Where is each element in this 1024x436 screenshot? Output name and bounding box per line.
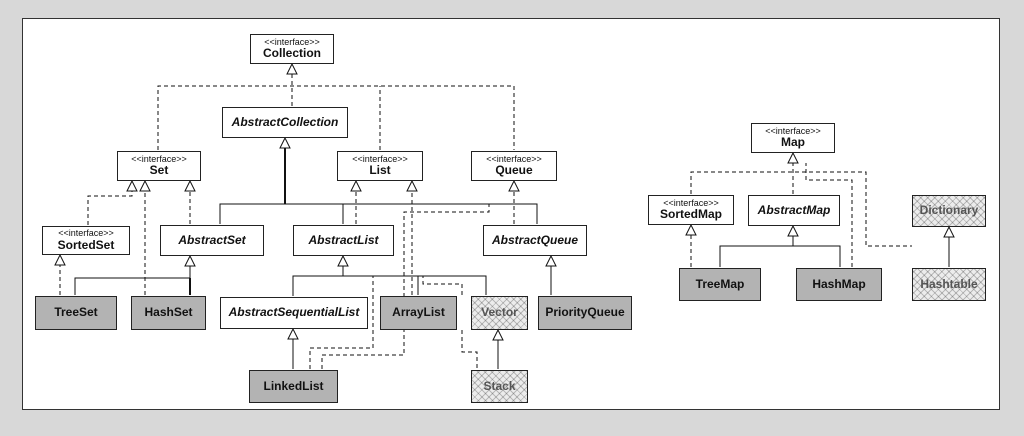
edge-abstract-children-bus [219, 203, 538, 224]
collection-interface-box[interactable]: <<interface>> Collection [250, 34, 334, 64]
abstract-set-name: AbstractSet [178, 232, 246, 247]
hashtable-name: Hashtable [920, 276, 978, 291]
arrowhead-dictionary [943, 225, 955, 238]
dictionary-legacy-class-box[interactable]: Dictionary [912, 195, 986, 227]
hashtable-legacy-class-box[interactable]: Hashtable [912, 268, 986, 301]
arrowhead-set-left [126, 179, 138, 192]
priority-queue-name: PriorityQueue [545, 305, 625, 320]
collection-name: Collection [262, 46, 321, 61]
abstract-collection-box[interactable]: AbstractCollection [222, 107, 348, 138]
priority-queue-class-box[interactable]: PriorityQueue [538, 296, 632, 330]
array-list-name: ArrayList [392, 305, 445, 320]
arrowhead-collection [286, 62, 298, 75]
arrowhead-abstractcollection [279, 136, 291, 149]
abstract-map-box[interactable]: AbstractMap [748, 195, 840, 226]
map-name: Map [781, 135, 805, 150]
abstract-collection-name: AbstractCollection [231, 114, 339, 129]
edge-linkedlist-to-queue [321, 204, 490, 369]
abstract-list-name: AbstractList [308, 232, 379, 247]
arrowhead-abstractmap [787, 224, 799, 237]
abstract-queue-name: AbstractQueue [491, 232, 579, 247]
arrowhead-queue [508, 179, 520, 192]
sorted-map-stereotype: <<interface>> [663, 197, 719, 208]
list-stereotype: <<interface>> [352, 153, 408, 164]
list-interface-box[interactable]: <<interface>> List [337, 151, 423, 181]
edge-linkedlist-to-list [309, 276, 374, 369]
edge-to-collection-bus [157, 85, 515, 150]
edge-sortedset-to-set [87, 191, 133, 225]
arrowhead-list-right [406, 179, 418, 192]
linked-list-name: LinkedList [263, 378, 324, 393]
sorted-set-interface-box[interactable]: <<interface>> SortedSet [42, 226, 130, 255]
hash-map-name: HashMap [812, 276, 866, 291]
abstract-map-name: AbstractMap [757, 202, 831, 217]
collection-stereotype: <<interface>> [264, 36, 320, 47]
edge-to-map-bus [690, 171, 912, 247]
vector-legacy-class-box[interactable]: Vector [471, 296, 528, 330]
vector-name: Vector [481, 305, 518, 320]
abstract-sequential-list-box[interactable]: AbstractSequentialList [220, 297, 368, 329]
hash-map-class-box[interactable]: HashMap [796, 268, 882, 301]
abstract-sequential-list-name: AbstractSequentialList [228, 305, 360, 320]
abstract-list-box[interactable]: AbstractList [293, 225, 394, 256]
dictionary-name: Dictionary [919, 203, 979, 218]
queue-name: Queue [495, 163, 533, 178]
edge-vector-to-abstractsequence [461, 330, 478, 369]
queue-interface-box[interactable]: <<interface>> Queue [471, 151, 557, 181]
sorted-set-name: SortedSet [57, 237, 115, 252]
arrowhead-abstractqueue [545, 254, 557, 267]
list-name: List [369, 163, 391, 178]
stack-legacy-class-box[interactable]: Stack [471, 370, 528, 403]
hash-set-class-box[interactable]: HashSet [131, 296, 206, 330]
edge-vector-to-list [422, 276, 463, 295]
array-list-class-box[interactable]: ArrayList [380, 296, 457, 330]
set-interface-box[interactable]: <<interface>> Set [117, 151, 201, 181]
edge-sets-to-abstractset [74, 266, 191, 295]
queue-stereotype: <<interface>> [486, 153, 542, 164]
sorted-set-stereotype: <<interface>> [58, 228, 114, 239]
sorted-map-name: SortedMap [659, 207, 722, 222]
edge-hashmap-to-map [805, 163, 853, 267]
map-interface-box[interactable]: <<interface>> Map [751, 123, 835, 153]
tree-map-class-box[interactable]: TreeMap [679, 268, 761, 301]
arrowhead-set-right [184, 179, 196, 192]
arrowhead-abstractset [184, 254, 196, 267]
arrowhead-abstractlist [337, 254, 349, 267]
hash-set-name: HashSet [144, 305, 193, 320]
abstract-set-box[interactable]: AbstractSet [160, 225, 264, 256]
set-stereotype: <<interface>> [131, 153, 187, 164]
abstract-queue-box[interactable]: AbstractQueue [483, 225, 587, 256]
arrowhead-abstractsequentiallist [287, 327, 299, 340]
tree-set-name: TreeSet [54, 305, 98, 320]
tree-map-name: TreeMap [695, 276, 745, 291]
arrowhead-list-left [350, 179, 362, 192]
arrowhead-vector [492, 328, 504, 341]
arrowhead-sortedmap [685, 223, 697, 236]
arrowhead-set-mid [139, 179, 151, 192]
edge-lists-to-abstractlist [292, 275, 487, 296]
tree-set-class-box[interactable]: TreeSet [35, 296, 117, 330]
linked-list-class-box[interactable]: LinkedList [249, 370, 338, 403]
arrowhead-sortedset [54, 253, 66, 266]
sorted-map-interface-box[interactable]: <<interface>> SortedMap [648, 195, 734, 225]
edge-maps-to-abstractmap [719, 245, 841, 267]
map-stereotype: <<interface>> [765, 125, 821, 136]
stack-name: Stack [483, 378, 516, 393]
arrowhead-map [787, 151, 799, 164]
set-name: Set [149, 163, 169, 178]
